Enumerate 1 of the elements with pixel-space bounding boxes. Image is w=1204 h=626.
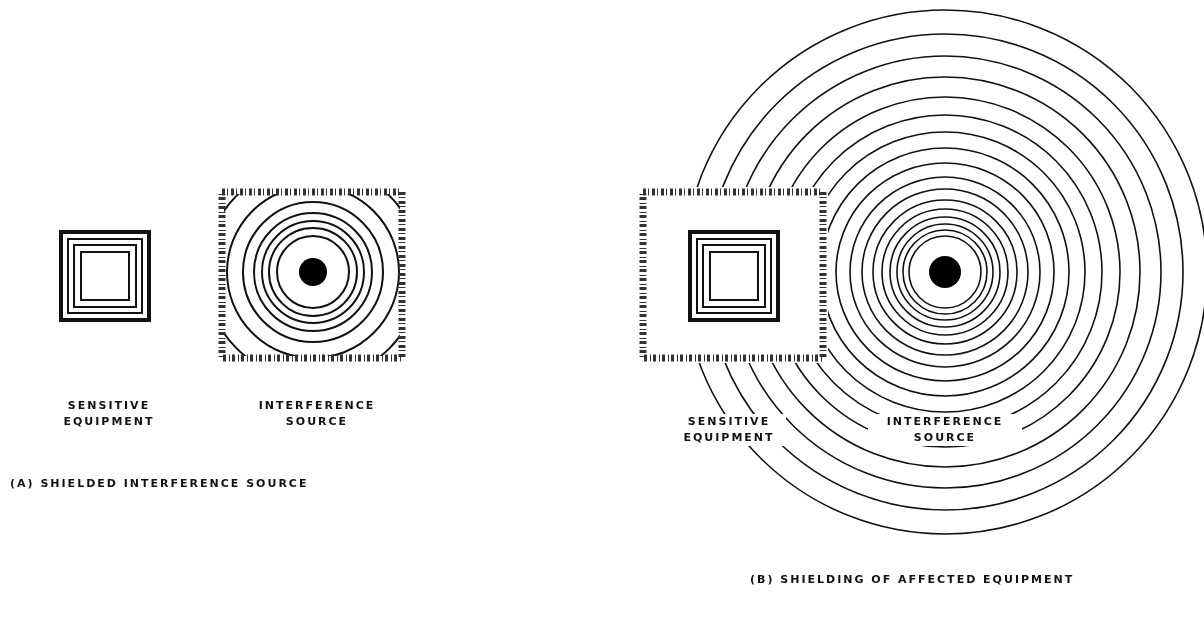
part-label: INTERFERENCE SOURCE: [868, 414, 1022, 446]
